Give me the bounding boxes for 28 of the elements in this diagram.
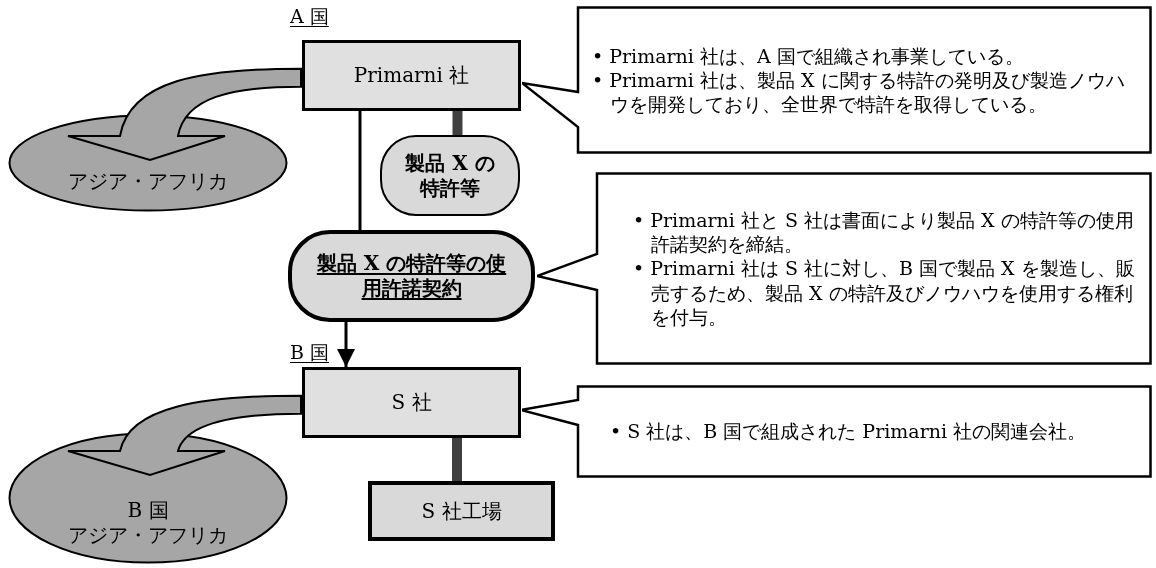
- callout-box: [522, 6, 1152, 154]
- patent-box: [380, 135, 520, 216]
- bullet-text: • Primarni 社は、A 国で組織され事業している。: [592, 43, 1025, 68]
- company-box: [302, 40, 521, 111]
- country-label: B 国: [290, 340, 329, 365]
- company-box: [302, 367, 521, 438]
- callout-box: [537, 172, 1152, 365]
- region-label: アジア・アフリカ: [68, 523, 228, 548]
- node-label: 製品 X の特許等の使用許諾契約: [315, 251, 508, 301]
- connector-line: [452, 111, 463, 135]
- bullet-text: • Primarni 社と S 社は書面により製品 X の特許等の使用許諾契約を締結。: [633, 207, 1135, 257]
- node-label: S 社: [391, 390, 432, 415]
- curved-block-arrow: [67, 67, 302, 161]
- connector-line: [452, 438, 462, 481]
- factory-box: [368, 481, 555, 541]
- bullet-text: • Primarni 社は S 社に対し、B 国で製品 X を製造し、販売するため、製品 X の特許及びノウハウを使用する権利を付与。: [633, 256, 1136, 330]
- region-label: アジア・アフリカ: [68, 168, 228, 194]
- node-label: S 社工場: [421, 498, 502, 524]
- node-label: Primarni 社: [353, 63, 470, 88]
- bullet-text: • Primarni 社は、製品 X に関する特許の発明及び製造ノウハウを開発しており、全世界で特許を取得している。: [592, 67, 1126, 117]
- callout-box: [522, 385, 1152, 478]
- region-label: B 国: [127, 498, 169, 523]
- node-label: 製品 X の特許等: [404, 150, 496, 201]
- arrow: [337, 322, 355, 367]
- country-label: A 国: [290, 4, 329, 29]
- bullet-text: • S 社は、B 国で組成された Primarni 社の関連会社。: [610, 419, 1088, 444]
- connector-line: [358, 111, 362, 230]
- curved-block-arrow: [67, 394, 302, 476]
